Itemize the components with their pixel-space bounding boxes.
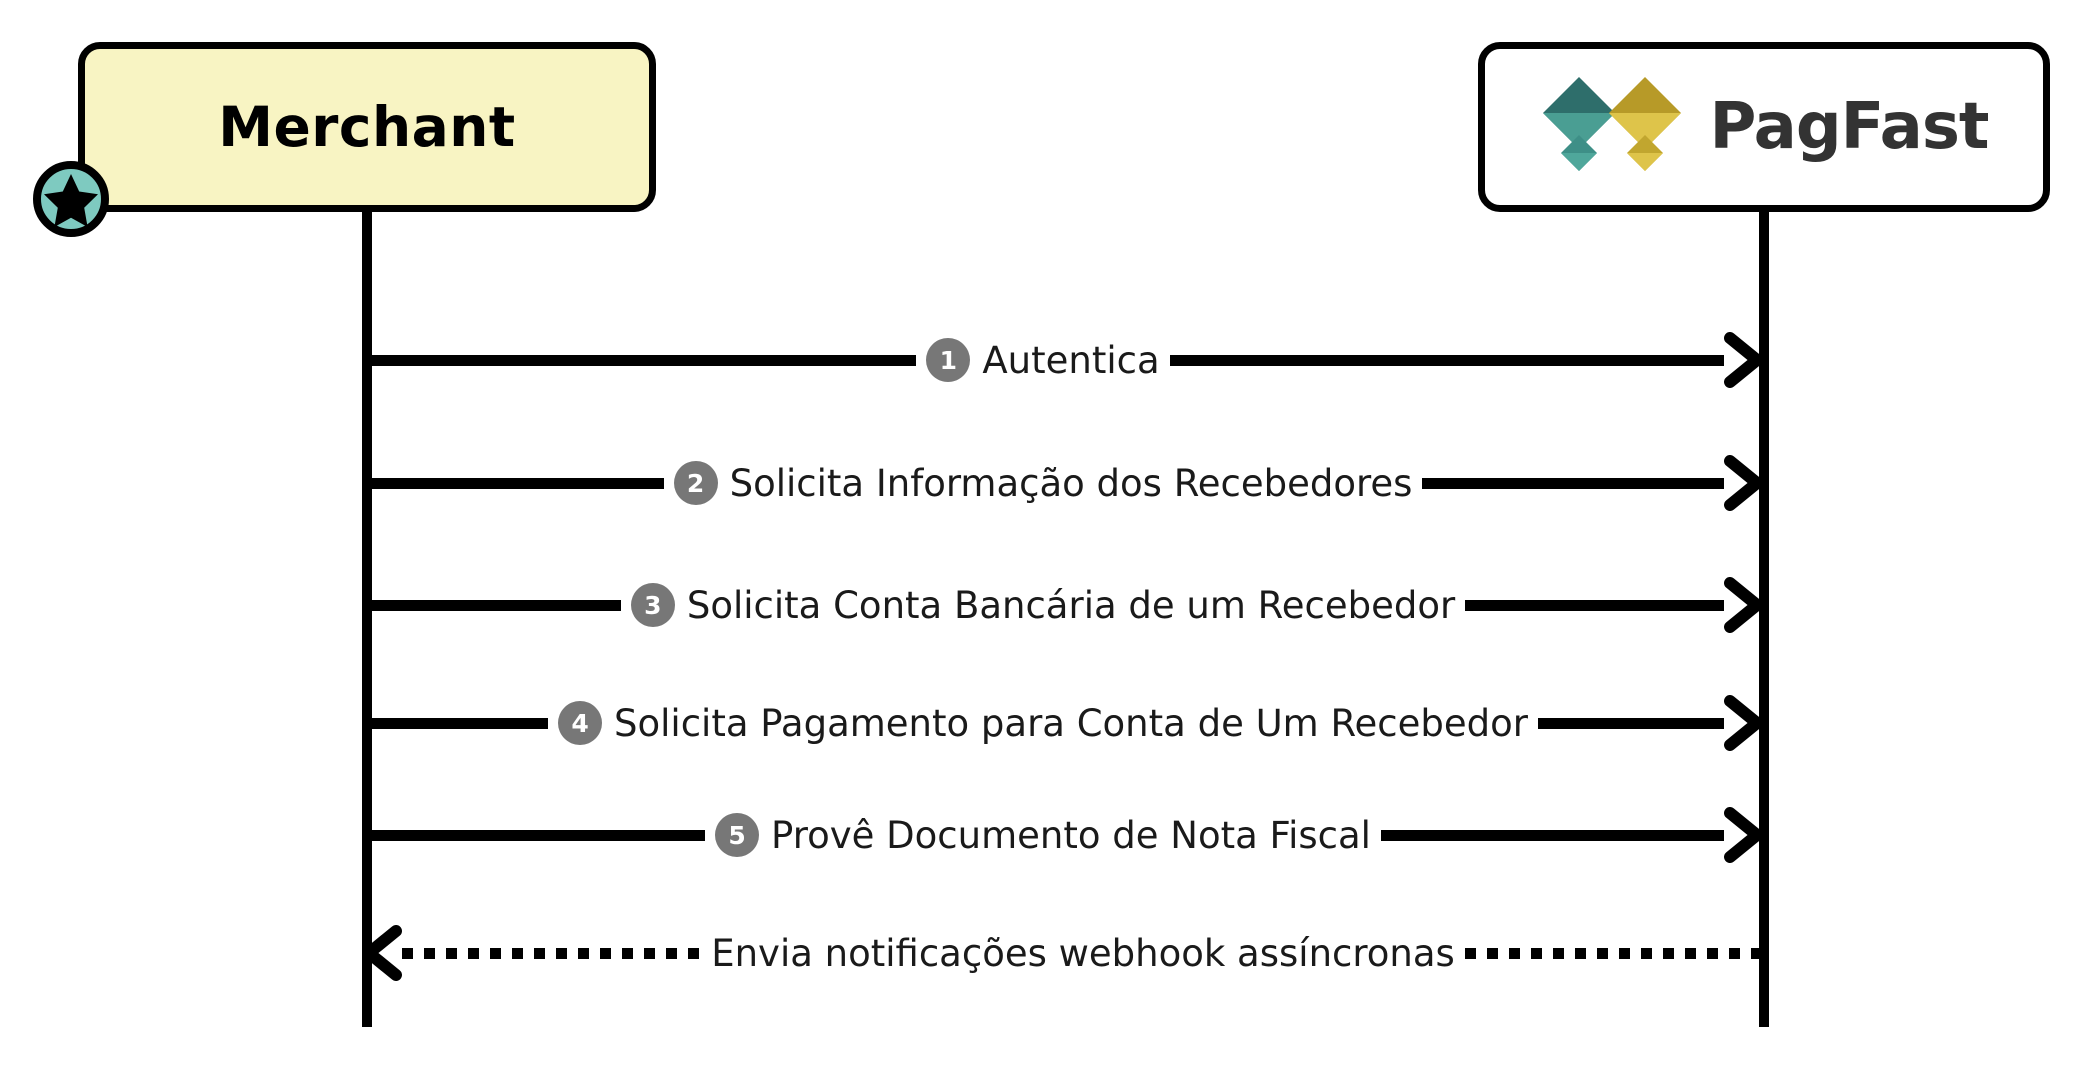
message-center: 4 Solicita Pagamento para Conta de Um Re…: [548, 701, 1538, 745]
message-line-right: [1465, 599, 1725, 611]
message-number-badge: 3: [630, 583, 675, 627]
arrow-right-icon: [1724, 332, 1764, 388]
message-line-left: [362, 599, 621, 611]
arrow-right-icon: [1724, 695, 1764, 751]
message-label: Provê Documento de Nota Fiscal: [771, 813, 1371, 857]
message-number-badge: 4: [558, 701, 603, 745]
message-row[interactable]: 5 Provê Documento de Nota Fiscal: [362, 800, 1764, 870]
message-label: Solicita Conta Bancária de um Recebedor: [686, 583, 1456, 627]
pagfast-logo-icon: [1539, 73, 1689, 181]
message-line-right: [1422, 477, 1725, 489]
message-label: Envia notificações webhook assíncronas: [711, 931, 1455, 975]
message-label: Autentica: [982, 338, 1160, 382]
message-center: 1 Autentica: [916, 338, 1169, 382]
participant-merchant-label: Merchant: [218, 95, 516, 159]
message-label: Solicita Pagamento para Conta de Um Rece…: [614, 701, 1528, 745]
participant-merchant[interactable]: Merchant: [78, 42, 656, 212]
message-line-left: [402, 947, 702, 959]
arrow-right-icon: [1724, 577, 1764, 633]
message-center: Envia notificações webhook assíncronas: [701, 935, 1465, 972]
message-line-left: [362, 354, 917, 366]
message-line-right: [1537, 717, 1724, 729]
message-center: 3 Solicita Conta Bancária de um Recebedo…: [621, 583, 1465, 627]
message-row[interactable]: 4 Solicita Pagamento para Conta de Um Re…: [362, 688, 1764, 758]
participant-pagfast-label: PagFast: [1709, 90, 1989, 164]
star-icon: [32, 160, 110, 238]
message-line-left: [362, 477, 664, 489]
message-line-left: [362, 717, 549, 729]
message-number-badge: 1: [926, 338, 971, 382]
arrow-right-icon: [1724, 807, 1764, 863]
lifeline-merchant: [362, 212, 372, 1027]
message-center: 2 Solicita Informação dos Recebedores: [664, 461, 1423, 505]
arrow-right-icon: [1724, 455, 1764, 511]
message-line-right: [1380, 829, 1725, 841]
message-row[interactable]: Envia notificações webhook assíncronas: [362, 918, 1765, 988]
message-line-left: [362, 829, 706, 841]
message-line-right: [1464, 947, 1765, 959]
arrow-left-icon: [362, 925, 402, 981]
lifeline-pagfast: [1759, 212, 1769, 1027]
message-row[interactable]: 1 Autentica: [362, 325, 1764, 395]
message-label: Solicita Informação dos Recebedores: [729, 461, 1413, 505]
message-row[interactable]: 2 Solicita Informação dos Recebedores: [362, 448, 1764, 518]
message-row[interactable]: 3 Solicita Conta Bancária de um Recebedo…: [362, 570, 1764, 640]
message-number-badge: 2: [673, 461, 718, 505]
participant-pagfast[interactable]: PagFast: [1478, 42, 2050, 212]
message-line-right: [1169, 354, 1725, 366]
message-number-badge: 5: [715, 813, 760, 857]
message-center: 5 Provê Documento de Nota Fiscal: [705, 813, 1381, 857]
